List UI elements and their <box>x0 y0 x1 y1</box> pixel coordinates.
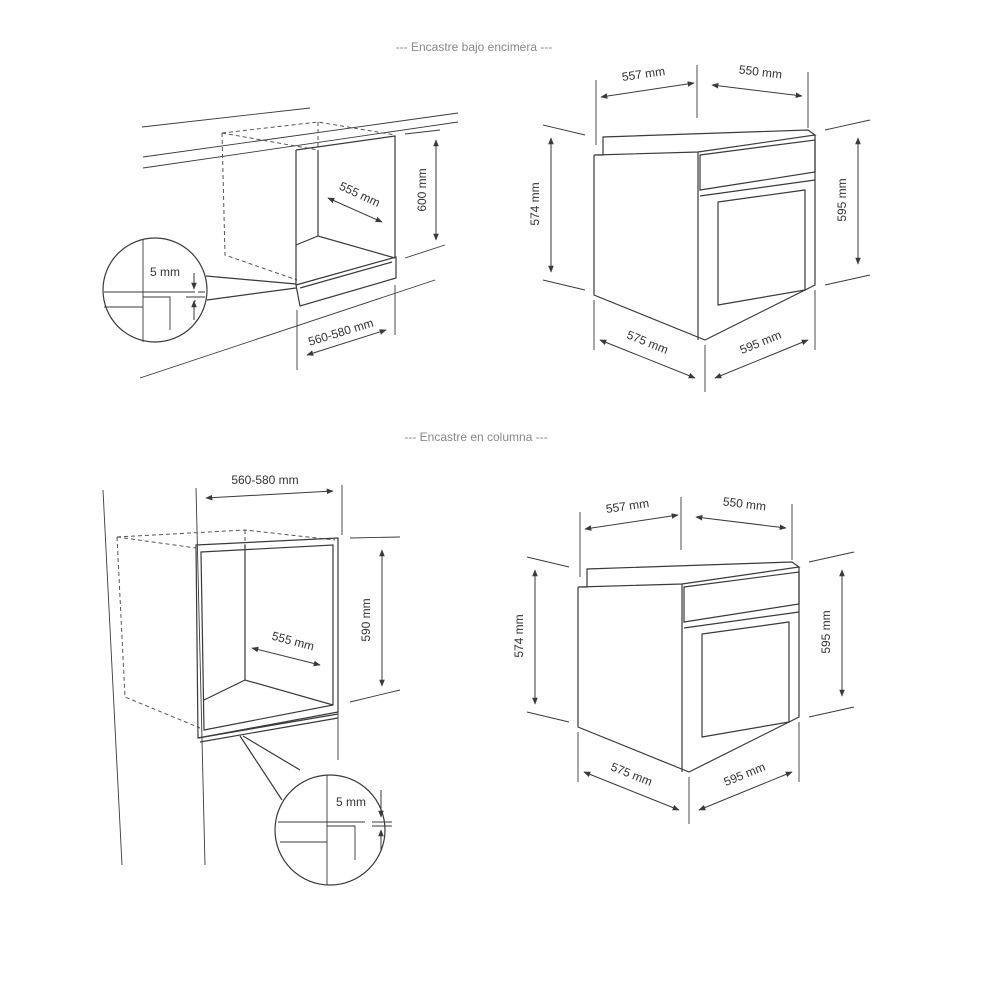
section-title-under-counter: --- Encastre bajo encimera --- <box>396 40 553 54</box>
niche2-width-label: 560-580 mm <box>231 473 298 487</box>
oven-under-counter-drawing: 557 mm 550 mm 574 mm 595 mm 575 mm 595 m… <box>528 62 871 392</box>
niche2-gap-label: 5 mm <box>336 795 366 809</box>
niche1-gap-label: 5 mm <box>150 265 180 279</box>
niche2-depth-label: 555 mm <box>270 629 316 654</box>
niche1-width-label: 560-580 mm <box>307 316 376 349</box>
oven1-top-depth-label: 557 mm <box>621 64 666 84</box>
oven1-front-height-label: 595 mm <box>835 178 849 221</box>
oven2-side-height-label: 574 mm <box>512 614 526 657</box>
detail-magnifier <box>102 237 208 343</box>
oven1-side-height-label: 574 mm <box>528 182 542 225</box>
niche2-height-label: 590 mm <box>359 598 373 641</box>
oven2-top-depth-label: 557 mm <box>605 496 650 516</box>
niche-under-counter-drawing: 5 mm 600 mm 555 mm 560-580 mm <box>102 107 459 379</box>
niche-column-drawing: 5 mm 560-580 mm 590 mm 555 mm <box>102 473 401 886</box>
oven2-front-height-label: 595 mm <box>819 610 833 653</box>
oven1-top-width-label: 550 mm <box>738 62 783 81</box>
oven-column-drawing: 557 mm 550 mm 574 mm 595 mm 575 mm 595 m… <box>512 494 855 824</box>
section-title-column: --- Encastre en columna --- <box>404 430 547 444</box>
detail-magnifier-column <box>274 774 386 886</box>
oven2-top-width-label: 550 mm <box>722 494 767 513</box>
niche1-height-label: 600 mm <box>415 168 429 211</box>
